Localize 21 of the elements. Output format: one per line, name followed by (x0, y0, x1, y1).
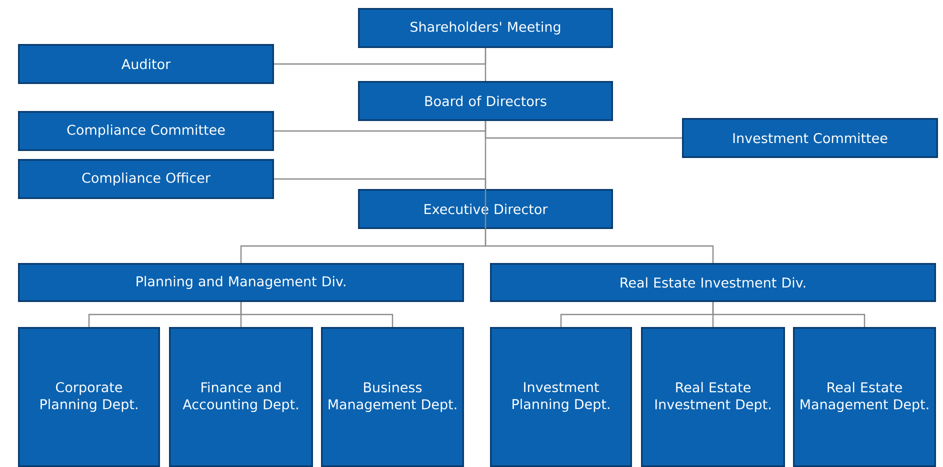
department-box: Real Estate Investment Dept. (641, 327, 785, 467)
connector-line (484, 121, 486, 189)
org-box: Shareholders' Meeting (358, 8, 613, 48)
connector-line (712, 302, 866, 327)
connector-line (274, 48, 486, 65)
department-box: Real Estate Management Dept. (793, 327, 936, 467)
department-box: Investment Planning Dept. (490, 327, 632, 467)
connector-line (274, 178, 486, 229)
org-box: Board of Directors (358, 81, 613, 121)
org-box: Auditor (18, 44, 274, 84)
department-box: Business Management Dept. (321, 327, 464, 467)
org-box: Planning and Management Div. (18, 263, 464, 302)
connector-line (240, 302, 394, 327)
org-box: Compliance Committee (18, 111, 274, 151)
org-box: Investment Committee (682, 118, 938, 158)
org-box: Executive Director (358, 189, 613, 229)
department-box: Finance and Accounting Dept. (169, 327, 313, 467)
org-box: Real Estate Investment Div. (490, 263, 936, 302)
department-box: Corporate Planning Dept. (18, 327, 160, 467)
connector-line (484, 229, 714, 263)
org-box: Compliance Officer (18, 159, 274, 199)
